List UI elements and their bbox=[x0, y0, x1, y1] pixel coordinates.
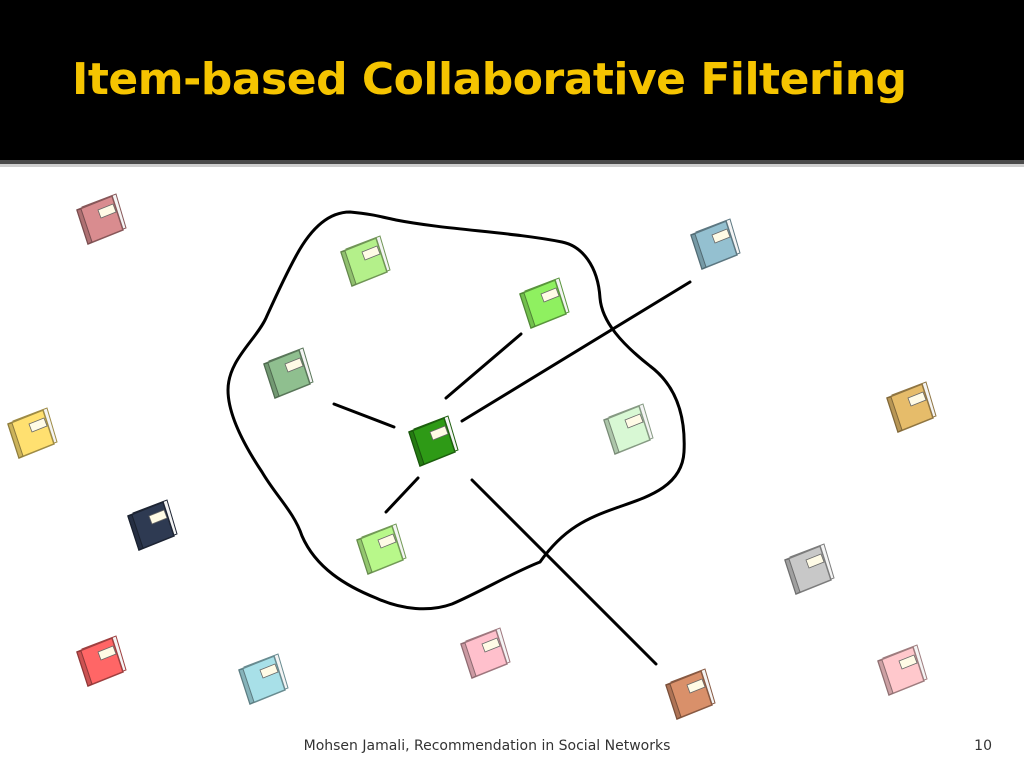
link-to-orange-book bbox=[470, 478, 658, 666]
outside-book-icon-2 bbox=[690, 218, 741, 270]
cluster-book-icon-1 bbox=[340, 235, 391, 287]
cluster-book-icon-5 bbox=[356, 523, 407, 575]
title-bar: Item-based Collaborative Filtering bbox=[0, 0, 1024, 160]
similarity-link-lines bbox=[332, 280, 692, 666]
cluster-book-icon-3 bbox=[263, 347, 314, 399]
book-items bbox=[7, 193, 937, 720]
cluster-book-icon-4 bbox=[603, 403, 654, 455]
outside-book-icon-6 bbox=[784, 543, 835, 595]
outside-book-icon-7 bbox=[76, 635, 127, 687]
link-to-blue-book bbox=[460, 280, 692, 423]
cluster-book-icon-2 bbox=[519, 277, 570, 329]
outside-book-icon-5 bbox=[127, 499, 178, 551]
outside-book-icon-8 bbox=[238, 653, 289, 705]
outside-book-icon-10 bbox=[665, 668, 716, 720]
target-book-icon bbox=[408, 415, 459, 467]
link-to-lower-green-book bbox=[384, 476, 420, 514]
slide-title: Item-based Collaborative Filtering bbox=[72, 54, 907, 105]
outside-book-icon-1 bbox=[76, 193, 127, 245]
page-number: 10 bbox=[974, 738, 992, 754]
link-to-upper-green-book bbox=[444, 332, 523, 400]
outside-book-icon-9 bbox=[460, 627, 511, 679]
header-divider bbox=[0, 160, 1024, 164]
outside-book-icon-4 bbox=[886, 381, 937, 433]
outside-book-icon-11 bbox=[877, 644, 928, 696]
footer-text: Mohsen Jamali, Recommendation in Social … bbox=[303, 738, 671, 754]
header-divider-light bbox=[0, 164, 1024, 167]
link-to-sage-book bbox=[332, 402, 396, 429]
similar-items-cluster-outline bbox=[226, 210, 686, 611]
outside-book-icon-3 bbox=[7, 407, 58, 459]
